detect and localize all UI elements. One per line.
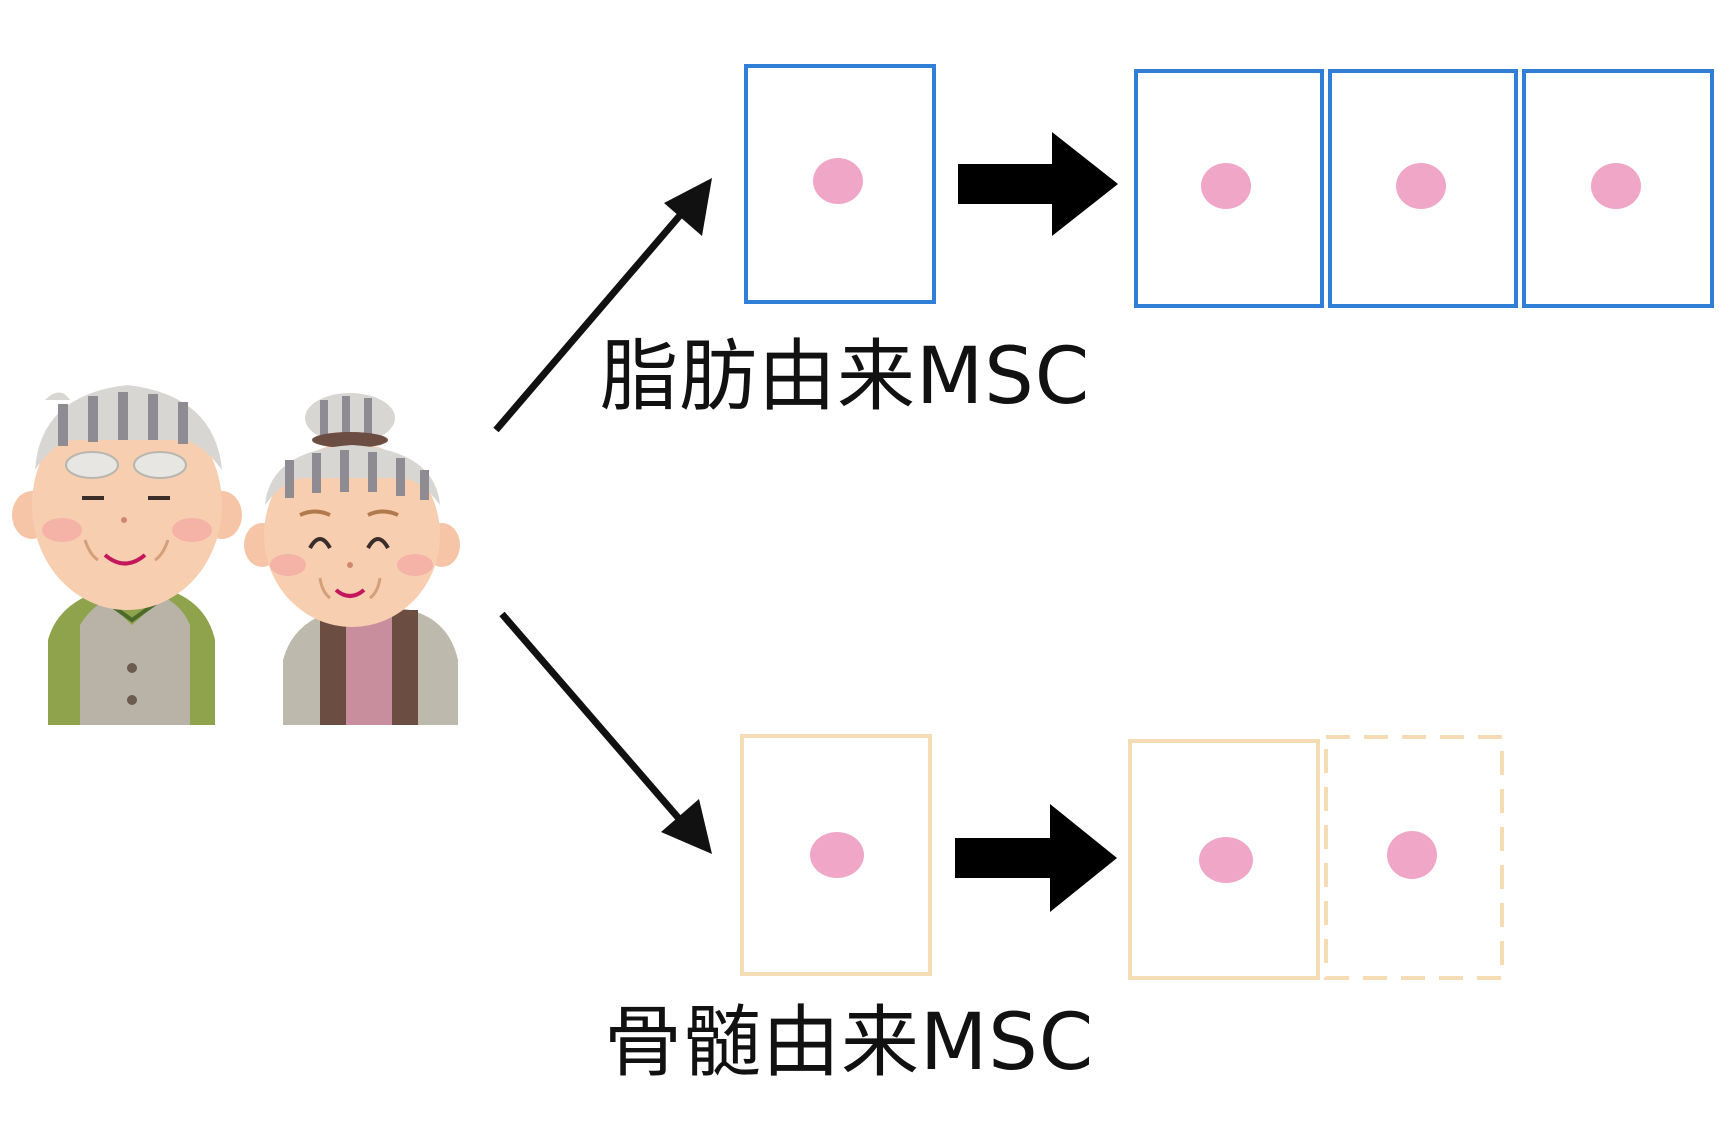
adipose-msc-row <box>744 64 1714 308</box>
adipose-msc-label: 脂肪由来MSC <box>600 332 1091 422</box>
grandfather-icon <box>12 385 242 725</box>
arrow-to-bone <box>499 611 697 839</box>
nucleus <box>813 158 863 204</box>
grandmother-icon <box>244 393 460 725</box>
nucleus <box>810 832 864 878</box>
arrow-to-adipose <box>493 189 703 433</box>
expansion-arrow-adipose <box>958 132 1118 236</box>
arrowhead-bone <box>661 799 712 854</box>
nucleus <box>1199 837 1253 883</box>
bone-marrow-msc-row <box>740 734 1504 980</box>
nucleus <box>1396 163 1446 209</box>
nucleus <box>1387 831 1437 879</box>
bone-marrow-msc-label: 骨髄由来MSC <box>604 998 1095 1088</box>
elderly-couple-icon <box>12 385 460 725</box>
arrowhead-adipose <box>664 178 712 236</box>
nucleus <box>1591 163 1641 209</box>
nucleus <box>1201 163 1251 209</box>
expansion-arrow-bone <box>955 804 1117 912</box>
